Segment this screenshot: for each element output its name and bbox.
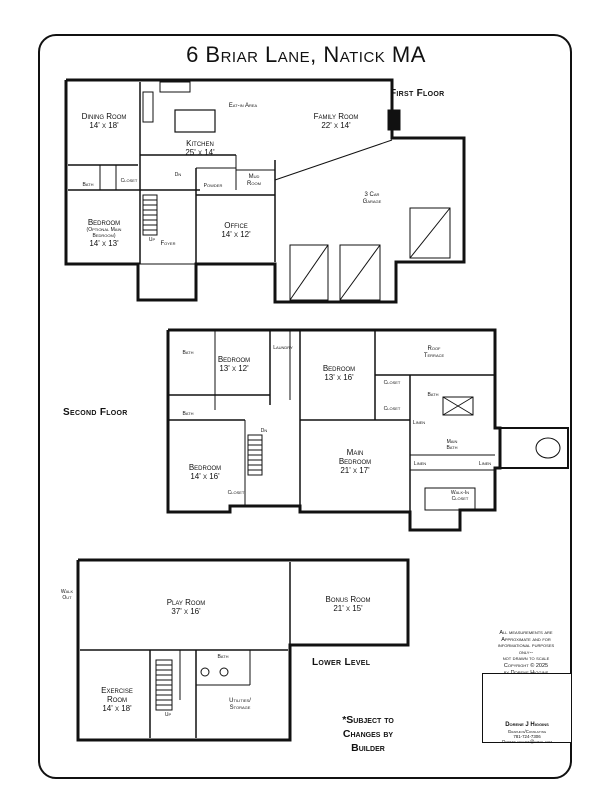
garage-label: 3 Car Garage — [362, 192, 382, 205]
page-title: 6 Briar Lane, Natick MA — [186, 42, 426, 67]
designer-email: Dorene.higgins@gmail.com — [502, 738, 552, 744]
walkin-closet-label: Walk-In Closet — [450, 490, 470, 502]
second-floor-heading: Second Floor — [63, 407, 128, 418]
first-up-label: Up — [148, 237, 156, 243]
lower-level-heading: Lower Level — [312, 657, 371, 668]
first-bath-label: Bath — [82, 182, 94, 188]
second-dn-label: Dn — [260, 428, 268, 434]
roof-terrace-label: Roof Terrace — [423, 346, 445, 359]
designer-tagline: Graphics/Consulting — [507, 729, 547, 734]
lower-up-label: Up — [164, 712, 172, 718]
powder-room-label: Powder — [203, 183, 223, 189]
second-floor-plan — [166, 328, 569, 532]
designer-phone: 781-724-7306 — [513, 734, 541, 739]
linen-closet2-label: Linen — [413, 461, 427, 467]
second-closet1-label: Closet — [383, 380, 401, 386]
second-closet3-label: Closet — [227, 490, 245, 496]
page-border — [38, 34, 572, 779]
first-dn-label: Dn — [174, 172, 182, 178]
subject-to-changes-note: *Subject to Changes by Builder — [342, 714, 394, 754]
walk-out-label: Walk Out — [60, 589, 74, 601]
first-floor-plan — [64, 78, 466, 304]
lower-level-plan — [76, 558, 410, 742]
linen-closet3-label: Linen — [478, 461, 492, 467]
linen-closet1-label: Linen — [412, 420, 426, 426]
designer-logo-box: Dorene J Higgins Graphics/Consulting 781… — [482, 673, 572, 744]
first-bedroom-label: Bedroom(Optional Main Bedroom)14' x 13' — [86, 218, 122, 248]
mud-room-label: Mud Room — [247, 174, 261, 187]
measurements-note: All measurements are Approximate and for… — [497, 630, 555, 676]
second-bath1-label: Bath — [182, 350, 194, 356]
first-floor-heading: First Floor — [390, 88, 445, 99]
second-closet2-label: Closet — [383, 406, 401, 412]
second-bath3-label: Bath — [182, 411, 194, 417]
foyer-label: Foyer — [160, 241, 176, 247]
eatin-area-label: Eat-in Area — [228, 103, 258, 109]
designer-name: Dorene J Higgins — [505, 722, 549, 728]
main-bath-label: Main Bath — [446, 439, 458, 451]
second-bath2-label: Bath — [427, 392, 439, 398]
first-closet-label: Closet — [120, 178, 138, 184]
laundry-label: Laundry — [273, 345, 293, 351]
utilities-storage-label: Utilities/ Storage — [229, 698, 251, 711]
lower-bath-label: Bath — [217, 654, 229, 660]
